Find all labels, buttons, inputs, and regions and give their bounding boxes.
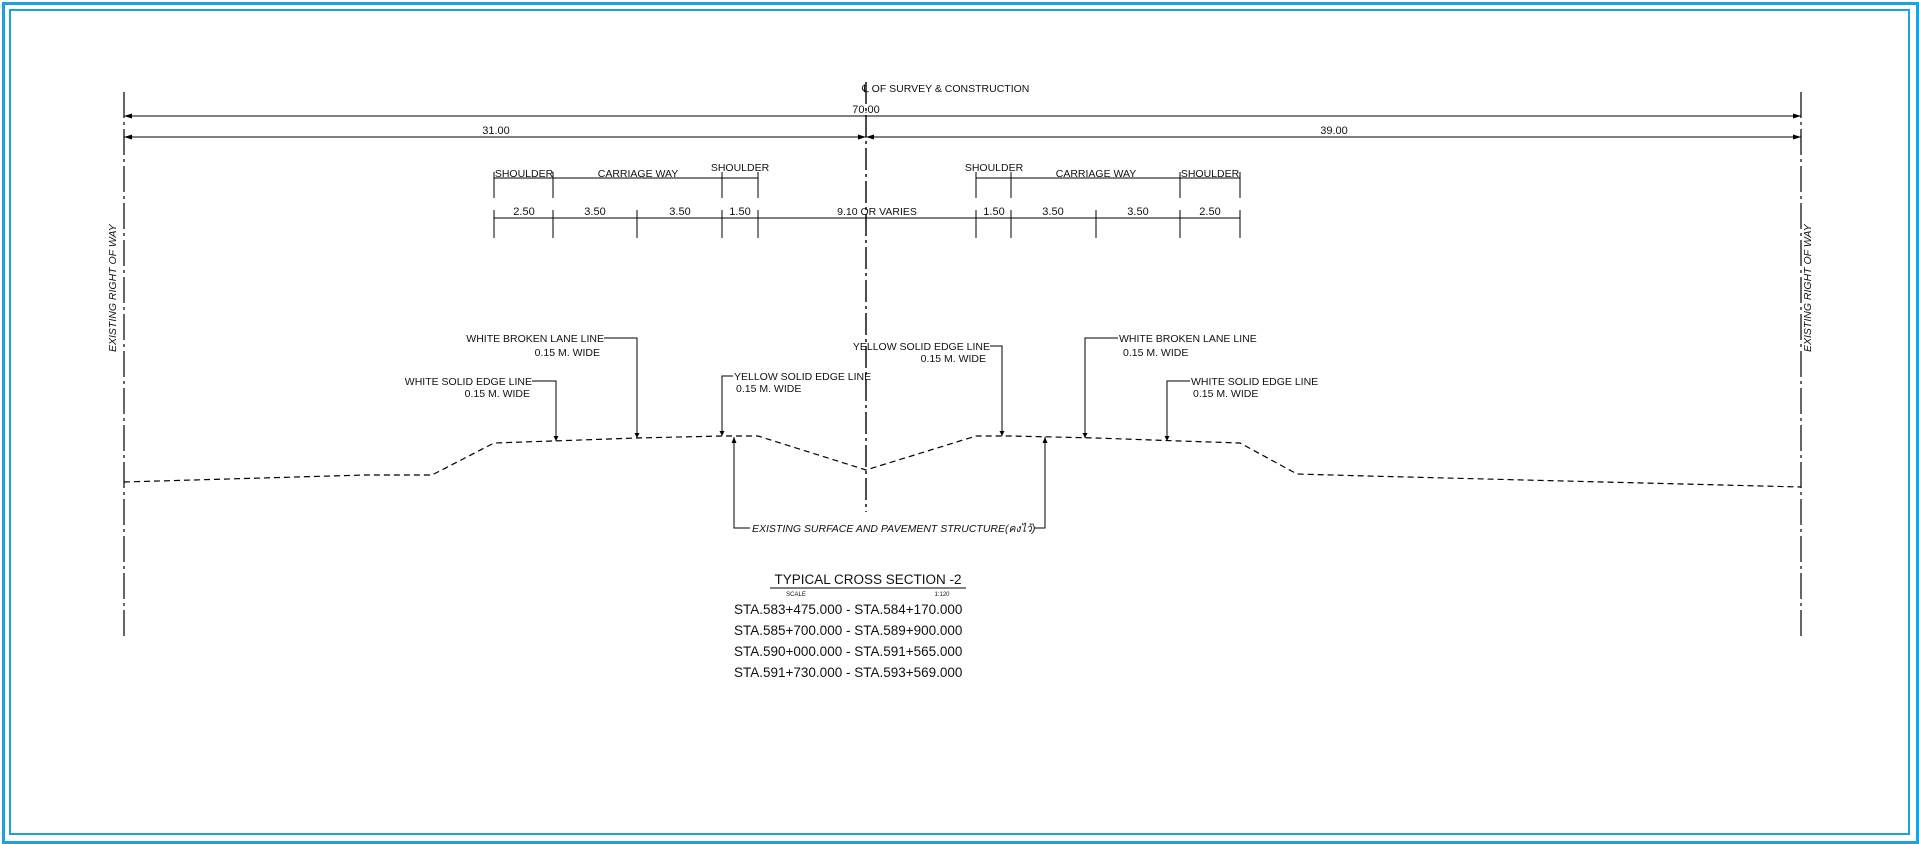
svg-text:0.15 M. WIDE: 0.15 M. WIDE [1123,347,1188,359]
svg-text:0.15 M. WIDE: 0.15 M. WIDE [465,388,530,400]
dim-left-lane-2: 3.50 [669,206,690,218]
svg-text:YELLOW SOLID EDGE LINE: YELLOW SOLID EDGE LINE [734,371,871,383]
label-left-shoulder-outer: SHOULDER [495,168,554,180]
title-block: TYPICAL CROSS SECTION -2 SCALE 1:120 STA… [734,572,966,680]
station-range-2: STA.585+700.000 - STA.589+900.000 [734,623,962,638]
svg-text:EXISTING SURFACE AND PAVEMENT: EXISTING SURFACE AND PAVEMENT STRUCTURE(… [752,522,1035,535]
callout-white-broken-right: WHITE BROKEN LANE LINE 0.15 M. WIDE [1082,333,1257,438]
dim-right-lane-2: 3.50 [1127,206,1148,218]
label-left-carriage-way: CARRIAGE WAY [598,168,679,180]
total-width-value: 70.00 [852,104,880,116]
label-left-shoulder-inner: SHOULDER [711,162,770,174]
callout-white-solid-left: WHITE SOLID EDGE LINE 0.15 M. WIDE [405,376,559,441]
road-surface-profile [123,435,1802,488]
scale-value: 1:120 [934,592,950,598]
dim-right-inner-shoulder: 1.50 [983,206,1004,218]
svg-text:0.15 M. WIDE: 0.15 M. WIDE [1193,388,1258,400]
svg-text:0.15 M. WIDE: 0.15 M. WIDE [736,383,801,395]
label-right-shoulder-outer: SHOULDER [1181,168,1240,180]
dim-left-lane-1: 3.50 [584,206,605,218]
label-right-carriage-way: CARRIAGE WAY [1056,168,1137,180]
centerline-label: ℄ OF SURVEY & CONSTRUCTION [861,83,1029,95]
callout-white-broken-left: WHITE BROKEN LANE LINE 0.15 M. WIDE [466,333,640,438]
dim-right-shoulder: 2.50 [1199,206,1220,218]
svg-text:WHITE BROKEN LANE LINE: WHITE BROKEN LANE LINE [466,333,604,345]
right-width-value: 39.00 [1320,125,1348,137]
component-dimensions: 2.50 3.50 3.50 1.50 9.10 OR VARIES 1.50 … [493,206,1241,238]
dim-left-inner-shoulder: 1.50 [729,206,750,218]
svg-text:WHITE BROKEN LANE LINE: WHITE BROKEN LANE LINE [1119,333,1257,345]
left-width-value: 31.00 [482,125,510,137]
scale-label: SCALE [786,592,806,598]
label-right-shoulder-inner: SHOULDER [965,162,1024,174]
total-width-dimension: 70.00 [124,104,1801,119]
callout-existing-surface: EXISTING SURFACE AND PAVEMENT STRUCTURE(… [731,437,1048,535]
component-labels: SHOULDER CARRIAGE WAY SHOULDER SHOULDER … [493,162,1241,198]
section-title: TYPICAL CROSS SECTION -2 [774,572,961,587]
svg-text:YELLOW SOLID EDGE LINE: YELLOW SOLID EDGE LINE [853,341,990,353]
callout-white-solid-right: WHITE SOLID EDGE LINE 0.15 M. WIDE [1164,376,1318,441]
row-label-right: EXISTING RIGHT OF WAY [1802,223,1814,352]
station-range-4: STA.591+730.000 - STA.593+569.000 [734,665,962,680]
split-width-dimension: 31.00 39.00 [124,125,1801,140]
svg-text:WHITE SOLID EDGE LINE: WHITE SOLID EDGE LINE [405,376,532,388]
dim-right-lane-1: 3.50 [1042,206,1063,218]
station-range-3: STA.590+000.000 - STA.591+565.000 [734,644,962,659]
dim-left-shoulder: 2.50 [513,206,534,218]
svg-text:WHITE SOLID EDGE LINE: WHITE SOLID EDGE LINE [1191,376,1318,388]
svg-text:0.15 M. WIDE: 0.15 M. WIDE [921,353,986,365]
callout-yellow-right: YELLOW SOLID EDGE LINE 0.15 M. WIDE [853,341,1005,436]
callout-yellow-left: YELLOW SOLID EDGE LINE 0.15 M. WIDE [719,371,871,436]
svg-text:0.15 M. WIDE: 0.15 M. WIDE [535,347,600,359]
station-range-1: STA.583+475.000 - STA.584+170.000 [734,602,962,617]
drawing-frame-inner [9,9,1910,835]
dim-median: 9.10 OR VARIES [837,206,917,218]
row-label-left: EXISTING RIGHT OF WAY [107,223,119,352]
